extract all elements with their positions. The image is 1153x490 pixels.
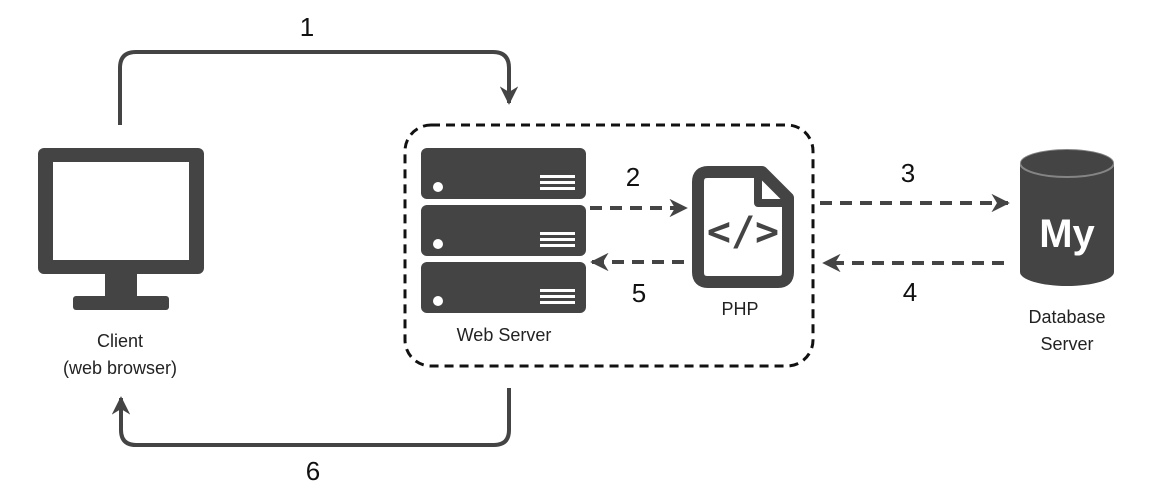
step-number-2: 2: [626, 162, 640, 192]
client-sublabel: (web browser): [63, 358, 177, 378]
step-number-3: 3: [901, 158, 915, 188]
web-server-group-boundary: [403, 123, 815, 368]
arrow-step-6: [111, 388, 511, 447]
client-label: Client: [97, 331, 143, 351]
database-sublabel: Server: [1040, 334, 1093, 354]
web-server-label: Web Server: [457, 325, 552, 345]
monitor-icon: [38, 148, 204, 310]
mysql-database-icon: My: [1019, 148, 1115, 286]
step-number-5: 5: [632, 278, 646, 308]
php-label: PHP: [721, 299, 758, 319]
code-glyph: </>: [707, 209, 779, 255]
code-file-icon: </>: [692, 166, 794, 288]
server-rack-icon: [421, 148, 586, 313]
database-label: Database: [1028, 307, 1105, 327]
step-number-6: 6: [306, 456, 320, 486]
step-number-4: 4: [903, 277, 917, 307]
step-number-1: 1: [300, 12, 314, 42]
mysql-logo-text: My: [1039, 212, 1095, 256]
arrow-step-1: [118, 50, 519, 125]
